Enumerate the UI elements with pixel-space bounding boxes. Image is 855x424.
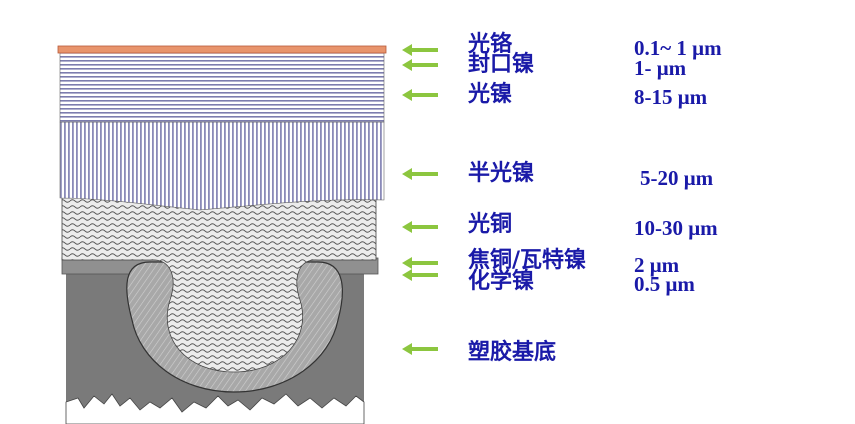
layer-label-bright-nickel: 光镍 [468,82,513,107]
layer-label-semi-bright-nickel: 半光镍 [468,161,535,186]
thickness-value-sealing-nickel: 1- μm [634,56,687,80]
thickness-value-bright-nickel: 8-15 μm [634,85,708,109]
arrow-left-icon [402,269,438,281]
layer-label-pyro-copper-watts-nickel: 焦铜/瓦特镍 [468,248,587,273]
layer-label-bright-copper: 光铜 [468,212,513,237]
substrate-broken-edge [65,393,365,424]
semi-bright-nickel-layer [59,121,385,211]
layer-label-chemical-nickel: 化学镍 [468,269,535,294]
bright-nickel-layer [59,51,385,123]
arrow-left-icon [402,44,438,56]
layer-label-plastic-substrate: 塑胶基底 [468,340,557,365]
arrow-left-icon [402,59,438,71]
bright-copper-layer [61,197,377,373]
thickness-value-bright-chrome: 0.1~ 1 μm [634,36,722,60]
arrow-left-icon [402,221,438,233]
arrow-left-icon [402,343,438,355]
thickness-value-pyro-copper-watts-nickel: 2 μm [634,253,680,277]
bright-chrome-layer [57,45,387,54]
layer-label-sealing-nickel: 封口镍 [468,52,535,77]
thickness-value-bright-copper: 10-30 μm [634,216,718,240]
thickness-value-chemical-nickel: 0.5 μm [634,272,695,296]
thickness-value-semi-bright-nickel: 5-20 μm [640,166,714,190]
arrow-left-icon [402,89,438,101]
arrow-left-icon [402,168,438,180]
arrow-left-icon [402,257,438,269]
layer-label-bright-chrome: 光铬 [468,32,513,57]
